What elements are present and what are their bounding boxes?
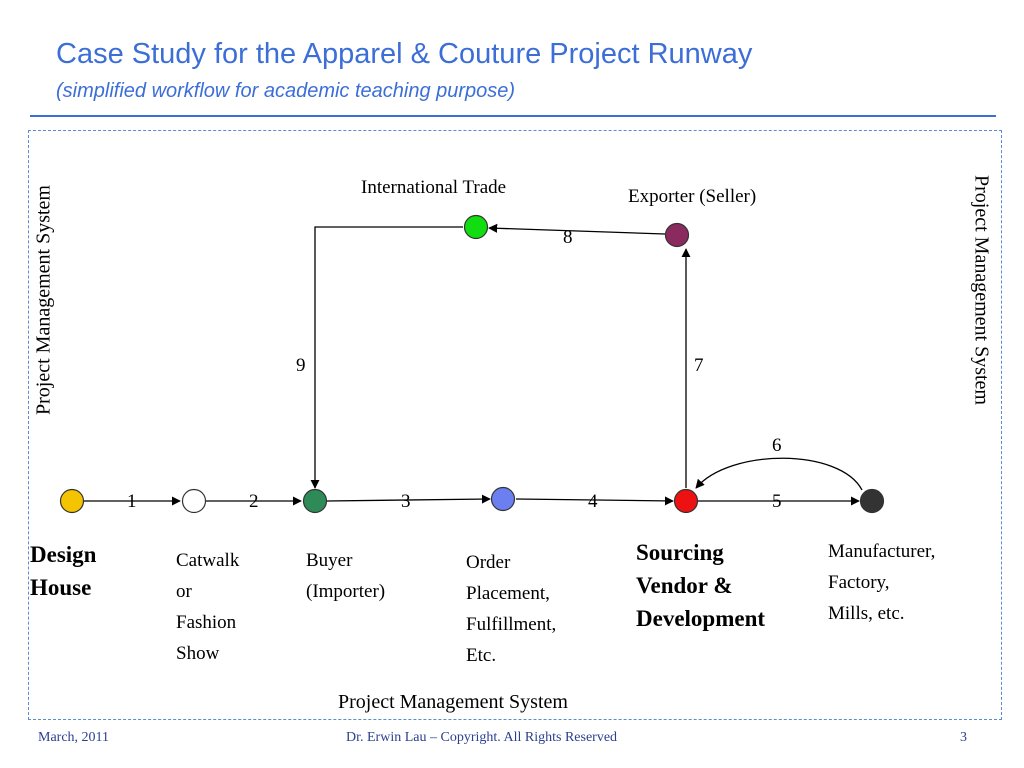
title-divider xyxy=(30,115,996,117)
international-trade-node xyxy=(463,214,489,240)
order-label: Order Placement, Fulfillment, Etc. xyxy=(466,552,557,666)
arrow-6 xyxy=(695,457,863,491)
step-1-label: 1 xyxy=(127,491,137,512)
manufacturer-label: Manufacturer, Factory, Mills, etc. xyxy=(828,541,936,624)
footer-copyright: Dr. Erwin Lau – Copyright. All Rights Re… xyxy=(346,730,618,745)
exporter-label: Exporter (Seller) xyxy=(628,186,757,207)
catwalk-node xyxy=(181,488,207,514)
footer-date: March, 2011 xyxy=(38,730,110,745)
arrow-8 xyxy=(488,223,666,235)
step-5-label: 5 xyxy=(772,491,782,512)
step-3-label: 3 xyxy=(401,491,411,512)
bottom-pms-label: Project Management System xyxy=(338,691,568,713)
footer-page-number: 3 xyxy=(960,730,967,745)
order-node xyxy=(490,486,516,512)
buyer-node xyxy=(302,488,328,514)
slide-subtitle: (simplified workflow for academic teachi… xyxy=(56,80,516,102)
design-house-node xyxy=(59,488,85,514)
sourcing-label: Sourcing Vendor & Development xyxy=(636,540,766,631)
step-2-label: 2 xyxy=(249,491,259,512)
design-house-label: Design House xyxy=(30,542,97,600)
left-pms-label: Project Management System xyxy=(32,185,55,415)
arrow-3 xyxy=(326,494,491,504)
exporter-node xyxy=(664,222,690,248)
manufacturer-node xyxy=(859,488,885,514)
step-8-label: 8 xyxy=(563,227,573,248)
international-trade-label: International Trade xyxy=(361,177,507,198)
buyer-label: Buyer (Importer) xyxy=(306,550,386,602)
sourcing-node xyxy=(673,488,699,514)
slide-title: Case Study for the Apparel & Couture Pro… xyxy=(56,38,753,70)
step-6-label: 6 xyxy=(772,435,782,456)
project-management-frame xyxy=(28,130,1002,720)
right-pms-label: Project Management System xyxy=(970,175,993,405)
catwalk-label: Catwalk or Fashion Show xyxy=(176,550,240,664)
step-4-label: 4 xyxy=(588,491,598,512)
arrow-9 xyxy=(310,226,463,489)
arrow-4 xyxy=(515,496,674,506)
step-9-label: 9 xyxy=(296,355,306,376)
step-7-label: 7 xyxy=(694,355,704,376)
